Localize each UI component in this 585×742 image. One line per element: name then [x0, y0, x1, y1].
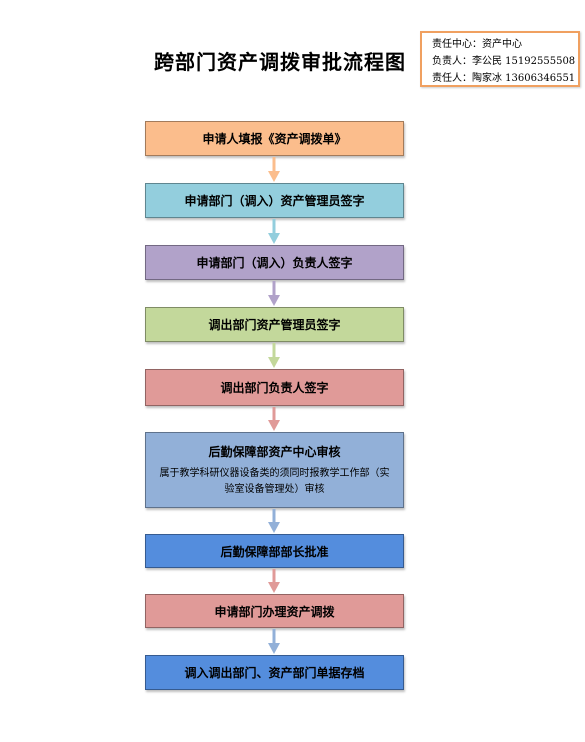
flow-step-2: 申请部门（调入）资产管理员签字 — [145, 183, 404, 218]
flow-step-label: 申请人填报《资产调拨单》 — [202, 132, 347, 146]
flow-step-5: 调出部门负责人签字 — [145, 369, 404, 406]
flow-step-label: 后勤保障部部长批准 — [220, 544, 329, 559]
flow-arrow-5 — [268, 407, 280, 431]
flow-step-3: 申请部门（调入）负责人签字 — [145, 245, 404, 280]
flow-arrow-7 — [268, 569, 280, 593]
info-line-center: 责任中心：资产中心 — [432, 39, 522, 50]
flow-step-9: 调入调出部门、资产部门单据存档 — [145, 655, 404, 690]
flow-arrow-2 — [268, 219, 280, 244]
flow-step-label: 申请部门（调入）资产管理员签字 — [184, 194, 365, 208]
flow-step-label: 申请部门（调入）负责人签字 — [196, 256, 353, 270]
flow-step-label: 调出部门资产管理员签字 — [208, 318, 341, 332]
flow-arrow-4 — [268, 343, 280, 368]
info-line-manager: 负责人：李公民 15192555508 — [432, 56, 576, 67]
flow-step-4: 调出部门资产管理员签字 — [145, 307, 404, 342]
page-title: 跨部门资产调拨审批流程图 — [154, 50, 406, 74]
flow-step-note: 属于教学科研仪器设备类的须同时报教学工作部（实验室设备管理处）审核 — [159, 467, 390, 495]
flow-arrow-8 — [268, 629, 280, 654]
flow-step-label: 后勤保障部资产中心审核 — [208, 444, 341, 459]
flow-arrow-3 — [268, 281, 280, 306]
flow-arrow-1 — [268, 157, 280, 182]
flow-step-label: 申请部门办理资产调拨 — [214, 604, 335, 619]
flow-arrow-6 — [268, 509, 280, 533]
flow-step-6: 后勤保障部资产中心审核 属于教学科研仪器设备类的须同时报教学工作部（实验室设备管… — [145, 432, 404, 508]
flow-step-7: 后勤保障部部长批准 — [145, 534, 404, 568]
responsibility-info-box: 责任中心：资产中心 负责人：李公民 15192555508 责任人：陶家冰 13… — [420, 31, 580, 87]
flow-step-1: 申请人填报《资产调拨单》 — [145, 121, 404, 156]
flow-step-label: 调出部门负责人签字 — [220, 381, 329, 395]
flow-step-8: 申请部门办理资产调拨 — [145, 594, 404, 628]
info-line-responsible: 责任人：陶家冰 13606346551 — [432, 73, 576, 84]
flow-step-label: 调入调出部门、资产部门单据存档 — [184, 666, 365, 680]
